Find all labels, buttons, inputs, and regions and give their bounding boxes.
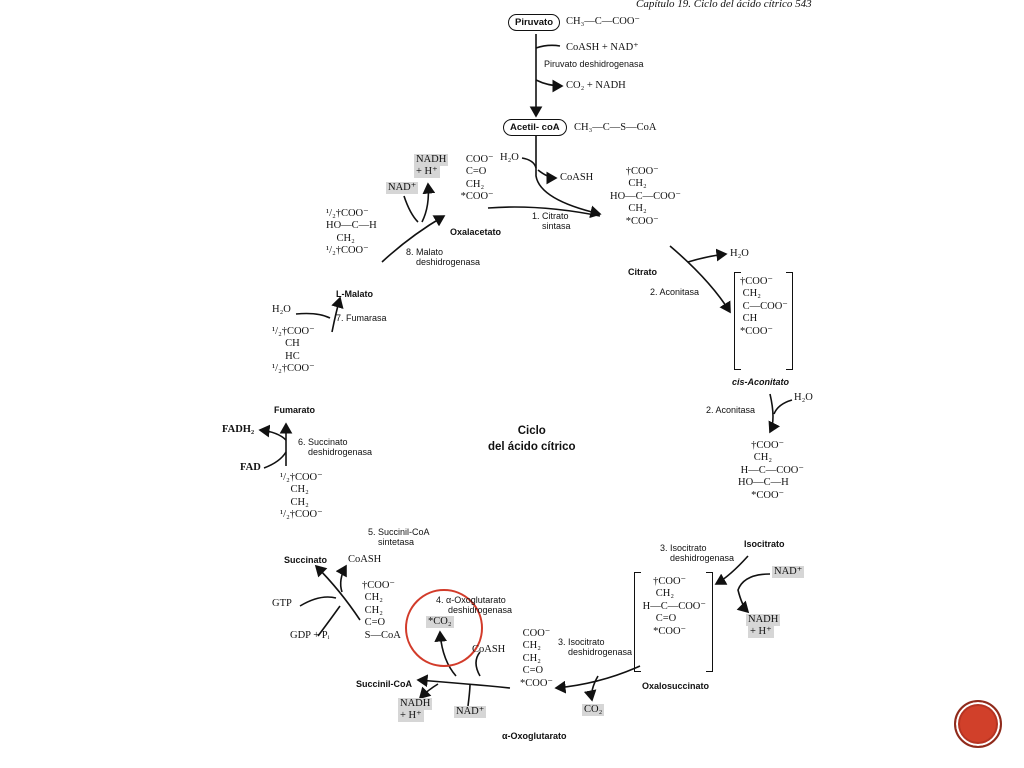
slide-badge-icon bbox=[954, 700, 1002, 748]
cof-nad-4: NAD⁺ bbox=[454, 706, 487, 718]
name-oxalacetato: Oxalacetato bbox=[450, 227, 502, 237]
cof-coash-4: CoASH bbox=[472, 644, 506, 655]
page-header: Capítulo 19. Ciclo del ácido cítrico 543 bbox=[636, 0, 812, 10]
arrow-step3b bbox=[554, 665, 641, 694]
name-fumarato: Fumarato bbox=[274, 405, 316, 415]
name-succinato: Succinato bbox=[284, 555, 328, 565]
arrow-h2o-in1 bbox=[521, 157, 537, 169]
enzyme-pdh: Piruvato deshidrogenasa bbox=[544, 59, 644, 69]
name-malato: L-Malato bbox=[336, 289, 373, 299]
cof-nad-8: NAD⁺ bbox=[386, 182, 419, 194]
name-citrato: Citrato bbox=[628, 267, 657, 277]
name-oxoglutarato: α-Oxoglutarato bbox=[502, 731, 567, 741]
oxoglutarato-structure: COO⁻ CH₂ CH₂ C=O *COO⁻ bbox=[520, 628, 553, 689]
arrow-nadh-out8 bbox=[421, 182, 436, 223]
cof-co2-4: *CO₂ bbox=[426, 616, 454, 628]
arrow-coash-out1 bbox=[537, 169, 558, 185]
arrow-nad-in8 bbox=[403, 195, 419, 223]
piruvato-box: Piruvato bbox=[508, 14, 561, 31]
citrato-structure: †COO⁻ CH₂ HO—C—COO⁻ CH₂ *COO⁻ bbox=[610, 166, 681, 227]
arrow-step8 bbox=[381, 215, 446, 263]
cycle-title-line1: Ciclo bbox=[517, 425, 546, 437]
cof-h2o-1: H₂O bbox=[500, 152, 519, 163]
arrow-step4 bbox=[416, 674, 511, 689]
arrow-coash-in4 bbox=[475, 651, 481, 677]
succinato-structure: ¹/₂†COO⁻ CH₂ CH₂ ¹/₂†COO⁻ bbox=[280, 472, 323, 521]
arrow-acetyl-citrato bbox=[535, 136, 602, 219]
arrow-oxal-join bbox=[487, 206, 601, 217]
cof-hplus-3: + H⁺ bbox=[748, 626, 774, 638]
arrow-nadh-out4 bbox=[418, 683, 439, 700]
cof-h2o-2: H₂O bbox=[730, 248, 749, 259]
step-2b: 2. Aconitasa bbox=[706, 405, 756, 415]
step-7: 7. Fumarasa bbox=[336, 313, 387, 323]
cof-nadh-4: NADH bbox=[398, 698, 433, 710]
cis-structure: †COO⁻ CH₂ C—COO⁻ CH *COO⁻ bbox=[740, 276, 788, 337]
cof-nadh-8: NADH bbox=[414, 154, 449, 166]
cof-hplus-4: + H⁺ bbox=[398, 710, 424, 722]
arrow-nad-nadh3 bbox=[736, 573, 771, 614]
arrow-co2-out4 bbox=[434, 630, 457, 677]
arrow-fad-in bbox=[263, 451, 287, 469]
cof-co2-3: CO₂ bbox=[582, 704, 605, 716]
cycle-title-line2: del ácido cítrico bbox=[488, 440, 576, 453]
cof-fad: FAD bbox=[240, 462, 261, 473]
cof-hplus-8: + H⁺ bbox=[414, 166, 440, 178]
arrow-gtp bbox=[299, 596, 337, 607]
highlight-circle bbox=[405, 589, 483, 667]
arrow-step2b bbox=[768, 393, 781, 434]
acetil-formula: CH₃—C—S—CoA bbox=[574, 122, 657, 133]
arrow-step7 bbox=[331, 296, 344, 333]
arrow-coash-out5 bbox=[335, 564, 347, 593]
acetil-box: Acetil- coA bbox=[503, 119, 567, 136]
succinilcoa-structure: †COO⁻ CH₂ CH₂ C=O S—CoA bbox=[362, 580, 401, 641]
arrow-gdp bbox=[317, 605, 341, 637]
cof-coash-5: CoASH bbox=[348, 554, 382, 565]
cof-fadh2: FADH₂ bbox=[222, 424, 255, 435]
isocitrato-structure: †COO⁻ CH₂ H—C—COO⁻ HO—C—H *COO⁻ bbox=[738, 440, 804, 501]
name-succinilcoa: Succinil-CoA bbox=[356, 679, 413, 689]
arrow-fadh2-out bbox=[258, 424, 287, 441]
cof-coash-1: CoASH bbox=[560, 172, 594, 183]
cof-nadh-3: NADH bbox=[746, 614, 781, 626]
arrow-coash-in bbox=[535, 44, 561, 49]
piruvato-formula: CH₃—C—COO⁻ bbox=[566, 16, 640, 27]
malato-structure: ¹/₂†COO⁻ HO—C—H CH₂ ¹/₂†COO⁻ bbox=[326, 208, 377, 257]
name-oxalosuccinato: Oxalosuccinato bbox=[642, 681, 710, 691]
co2-nadh: CO₂ + NADH bbox=[566, 80, 626, 91]
arrow-co2-out3 bbox=[583, 675, 599, 702]
arrow-step3a bbox=[714, 555, 749, 585]
arrow-h2o-in7 bbox=[295, 312, 331, 319]
name-cis: cis-Aconitato bbox=[732, 377, 790, 387]
arrow-nad-in4 bbox=[467, 683, 471, 707]
cof-h2o-7: H₂O bbox=[272, 304, 291, 315]
coash-nad: CoASH + NAD⁺ bbox=[566, 42, 639, 53]
fumarato-structure: ¹/₂†COO⁻ CH HC ¹/₂†COO⁻ bbox=[272, 326, 315, 375]
name-isocitrato: Isocitrato bbox=[744, 539, 785, 549]
cof-gtp: GTP bbox=[272, 598, 292, 609]
cof-nad-3: NAD⁺ bbox=[772, 566, 805, 578]
cof-h2o-3: H₂O bbox=[794, 392, 813, 403]
oxalacetato-structure: COO⁻ C=O CH₂ *COO⁻ bbox=[460, 154, 494, 203]
cycle-title: Ciclo del ácido cítrico bbox=[488, 424, 576, 455]
arrow-h2o-out2 bbox=[687, 248, 728, 263]
arrow-co2-out bbox=[535, 79, 564, 93]
arrow-step5 bbox=[314, 564, 361, 621]
oxalosuccinato-structure: †COO⁻ CH₂ H—C—COO⁻ C=O *COO⁻ bbox=[642, 576, 706, 637]
arrow-step2a bbox=[669, 245, 731, 314]
step-2a: 2. Aconitasa bbox=[650, 287, 700, 297]
arrow-h2o-in3 bbox=[773, 399, 793, 415]
cof-gdp: GDP + Pᵢ bbox=[290, 630, 330, 641]
